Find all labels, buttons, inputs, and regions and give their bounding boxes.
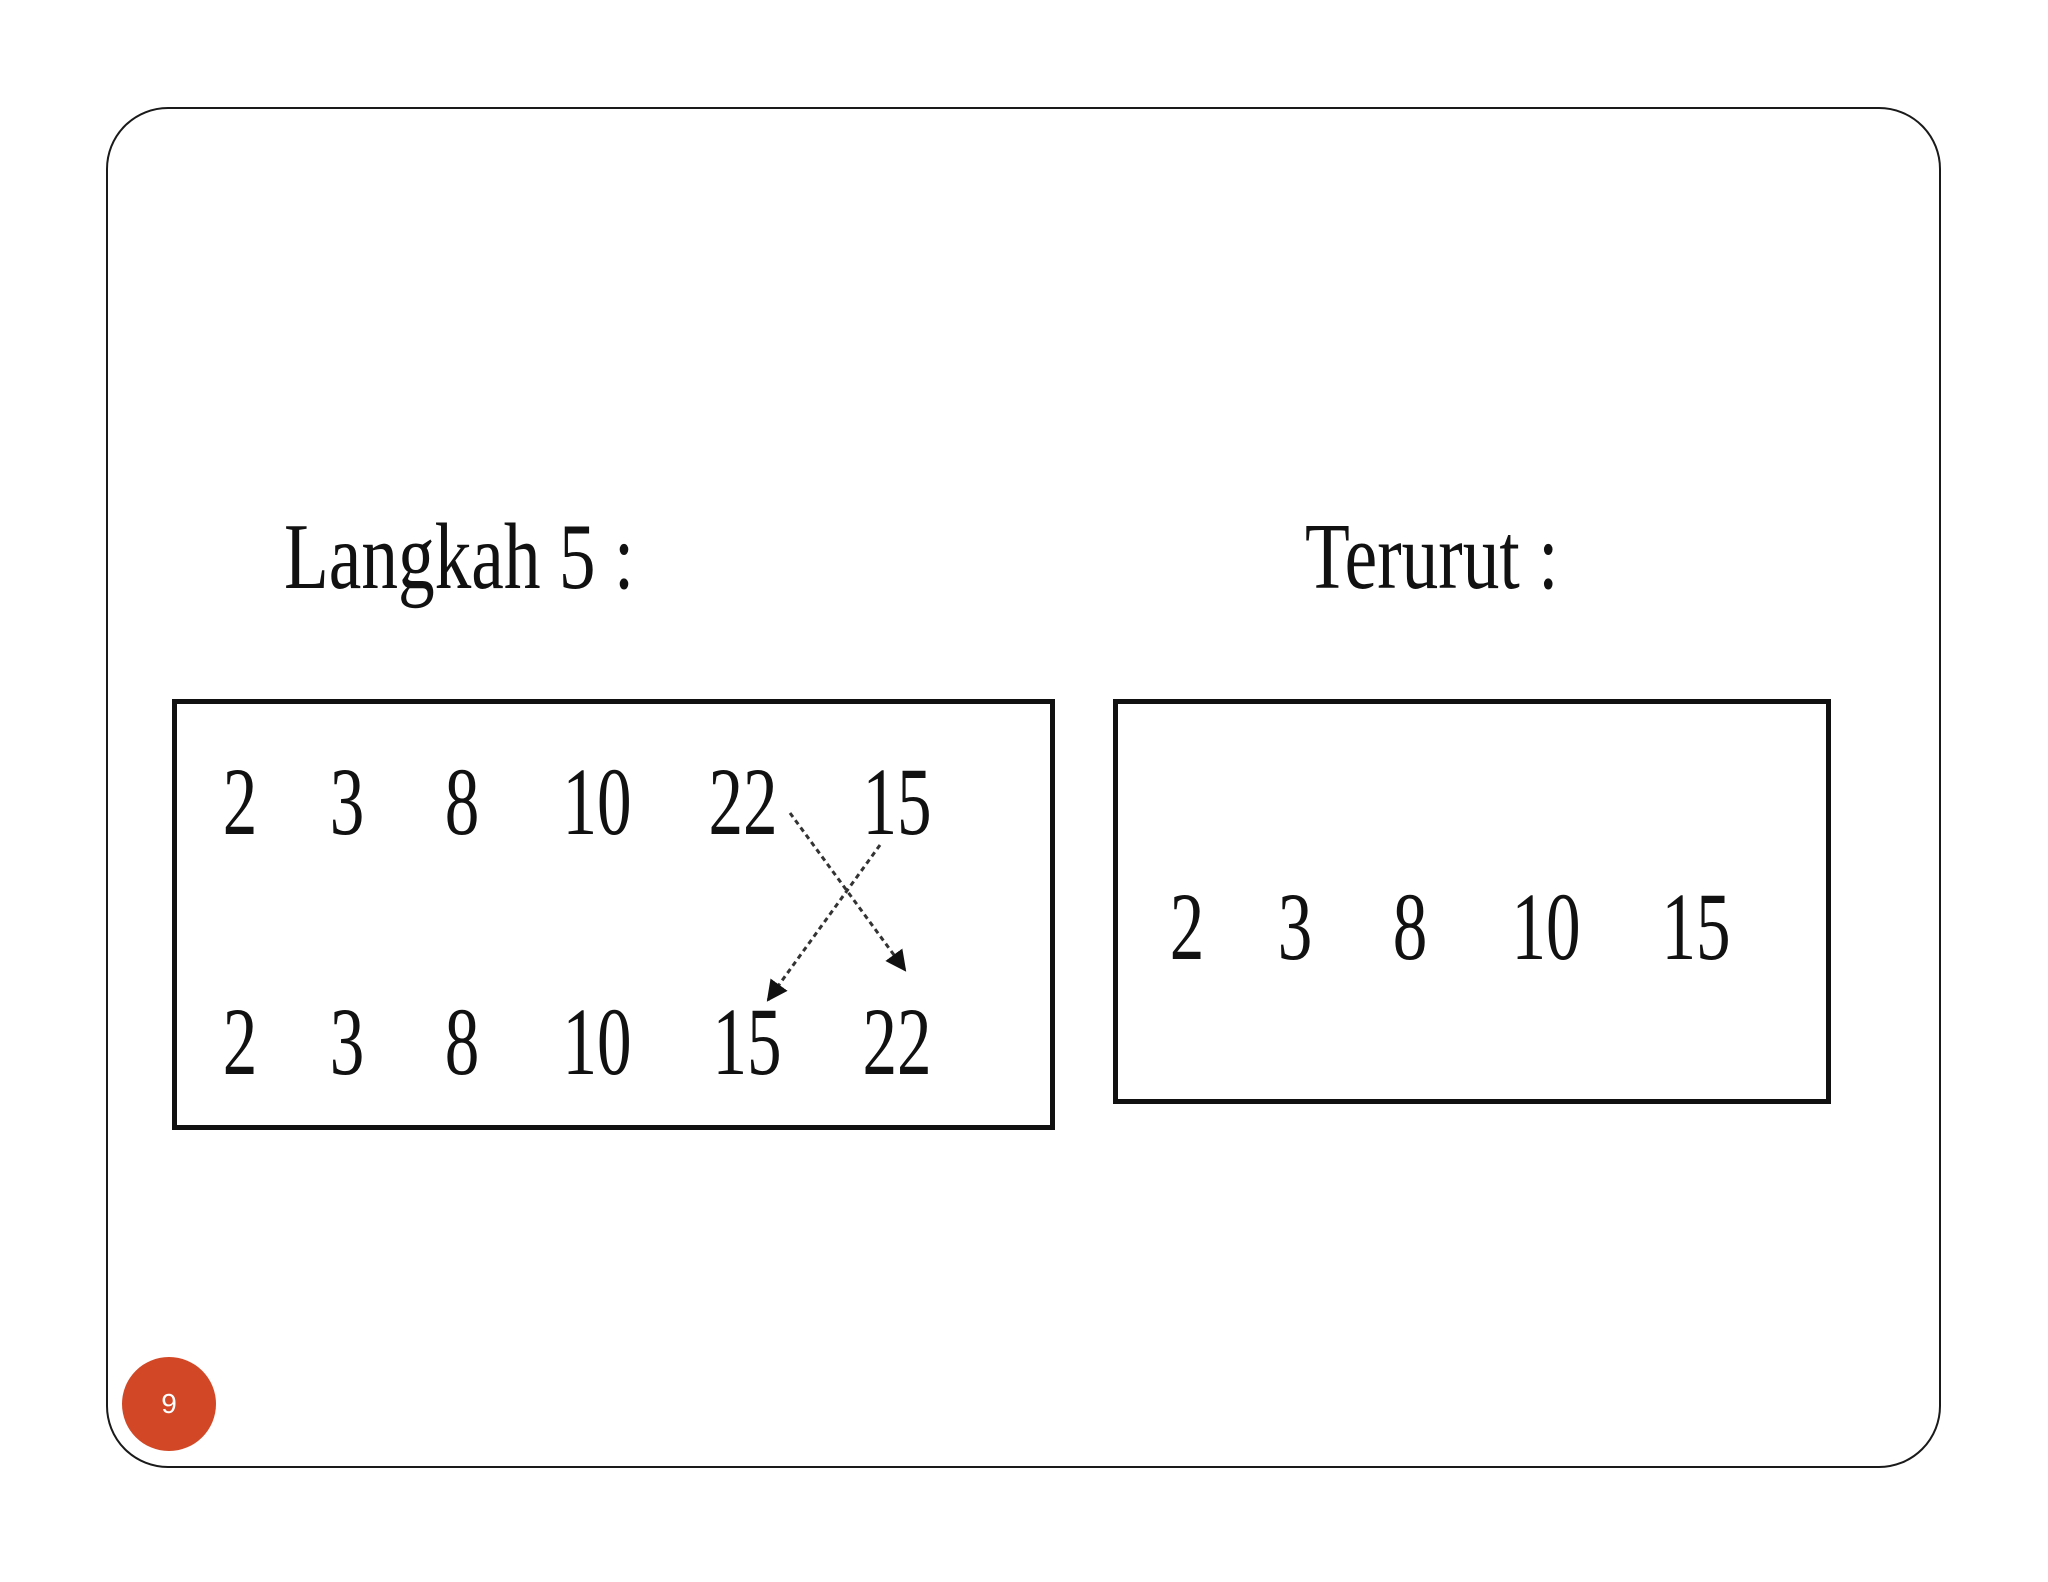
before-value: 8: [444, 748, 480, 855]
after-value: 10: [562, 988, 632, 1095]
after-value: 2: [222, 988, 258, 1095]
before-value: 2: [222, 748, 258, 855]
sorted-heading: Terurut :: [1305, 505, 1559, 609]
before-value: 3: [329, 748, 365, 855]
after-value: 22: [862, 988, 932, 1095]
step-heading: Langkah 5 :: [284, 505, 635, 609]
swap-arrow-down-right: [788, 812, 907, 972]
slide-frame: [106, 107, 1941, 1468]
after-value: 8: [444, 988, 480, 1095]
sorted-value: 10: [1511, 873, 1581, 980]
sorted-value: 8: [1392, 873, 1428, 980]
before-value: 10: [562, 748, 632, 855]
before-value: 15: [862, 748, 932, 855]
sorted-value: 2: [1169, 873, 1205, 980]
after-value: 3: [329, 988, 365, 1095]
swap-arrow-down-left: [766, 844, 882, 1002]
sorted-value: 3: [1277, 873, 1313, 980]
sorted-box: 2 3 8 10 15: [1113, 699, 1831, 1104]
step-box: 2 3 8 10 22 15 2 3 8 10 15 22: [172, 699, 1055, 1130]
after-value: 15: [712, 988, 782, 1095]
slide-number-badge: 9: [122, 1357, 216, 1451]
sorted-value: 15: [1661, 873, 1731, 980]
before-value: 22: [708, 748, 778, 855]
